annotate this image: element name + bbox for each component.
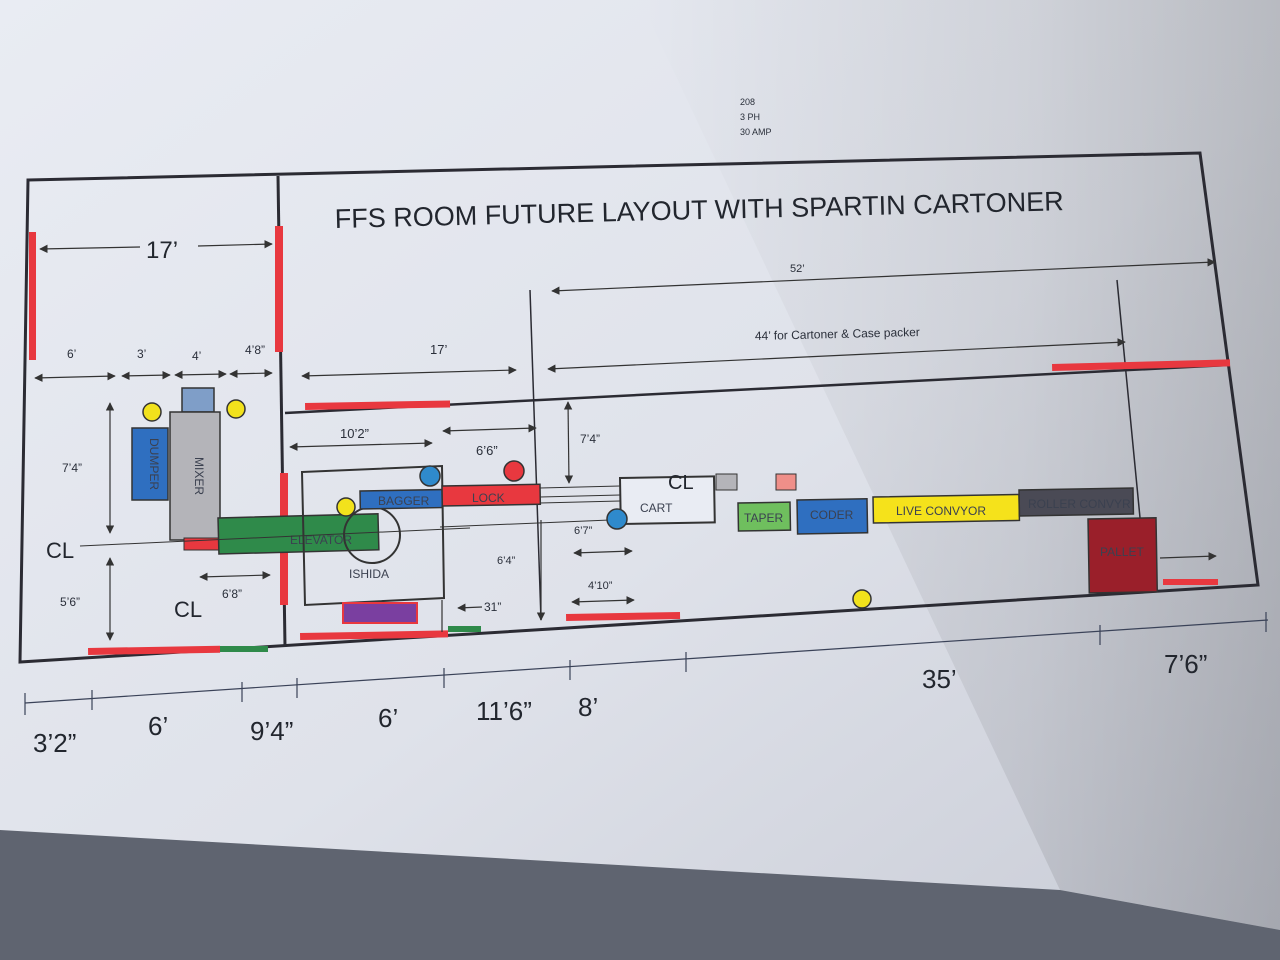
- roller-conveyor: [1018, 487, 1135, 517]
- dim-6-6: 6’6”: [476, 443, 498, 458]
- cart-gray-box: [715, 473, 738, 491]
- bottom-dim-3: 9’4”: [250, 716, 293, 746]
- pallet: [1087, 517, 1159, 594]
- floor-yellow-circle: [852, 589, 872, 609]
- cart-blue-circle: [606, 508, 628, 530]
- dim-6: 6’: [67, 347, 76, 361]
- bottom-dim-8: 7’6”: [1164, 649, 1207, 679]
- pink-box: [775, 473, 797, 491]
- coder: [796, 498, 869, 535]
- lock-red-circle: [503, 460, 525, 482]
- room-outline: [18, 151, 1260, 664]
- power-note-line-3: 30 AMP: [740, 127, 772, 137]
- dim-5-6: 5’6”: [60, 595, 80, 609]
- cart-label: CART: [640, 501, 673, 515]
- taper-label: TAPER: [744, 511, 783, 525]
- dim-top-left-17: 17’: [146, 237, 178, 264]
- ishida-yellow-circle: [336, 497, 356, 517]
- dim-4: 4’: [192, 349, 201, 363]
- dim-7-4-mid: 7’4”: [580, 432, 600, 446]
- dim-4-8: 4’8”: [245, 343, 265, 357]
- mixer-label: MIXER: [192, 457, 206, 495]
- ishida-blue-circle: [419, 465, 441, 487]
- ishida-enclosure: [300, 464, 446, 607]
- bottom-dim-4: 6’: [378, 703, 398, 733]
- roller-conveyor-label: ROLLER CONVYR: [1028, 497, 1131, 511]
- dim-10-2: 10’2”: [340, 426, 369, 441]
- lock: [441, 483, 542, 507]
- lock-label: LOCK: [472, 491, 505, 505]
- mixer-top: [181, 387, 215, 413]
- ishida-label: ISHIDA: [349, 567, 389, 581]
- cl-label-lower: CL: [174, 597, 202, 622]
- bottom-dim-7: 35’: [922, 664, 957, 694]
- cl-label-left: CL: [46, 538, 74, 563]
- dim-7-4-left: 7’4”: [62, 461, 82, 475]
- power-note-line-2: 3 PH: [740, 112, 760, 122]
- bottom-dim-6: 8’: [578, 692, 598, 722]
- dim-52: 52’: [790, 263, 805, 275]
- dim-mid-17: 17’: [430, 342, 447, 357]
- purple-box: [342, 602, 418, 624]
- dim-31: 31”: [484, 600, 501, 614]
- dim-ref-line: [529, 289, 542, 621]
- wall-markers: [29, 226, 1231, 655]
- mixer-box: [169, 411, 221, 541]
- bottom-dim-2: 6’: [148, 711, 168, 741]
- cart: [618, 475, 716, 526]
- coder-label: CODER: [810, 508, 854, 522]
- dim-6-7: 6’7”: [574, 525, 593, 537]
- dim-6-4: 6’4”: [497, 555, 516, 567]
- dim-4-10: 4’10”: [588, 580, 613, 592]
- power-note-line-1: 208: [740, 97, 755, 107]
- live-conveyor-label: LIVE CONVYOR: [896, 504, 986, 518]
- bottom-dim-5: 11’6”: [476, 696, 532, 726]
- centerline: [79, 527, 471, 547]
- elevator-label: ELEVATOR: [290, 533, 352, 547]
- dim-3: 3’: [137, 347, 146, 361]
- taper: [737, 501, 792, 532]
- bagger-label: BAGGER: [378, 494, 430, 508]
- left-yellow-circle-2: [226, 399, 246, 419]
- pallet-label: PALLET: [1100, 545, 1144, 559]
- dumper-box: [131, 427, 169, 501]
- left-yellow-circle-1: [142, 402, 162, 422]
- lock-to-cart-rail: [539, 485, 621, 504]
- bottom-dim-1: 3’2”: [33, 728, 76, 758]
- dumper-label: DUMPER: [147, 438, 161, 490]
- cl-label-cart: CL: [668, 472, 694, 494]
- dim-6-8: 6’8”: [222, 587, 242, 601]
- dim-cartoner-span: 44’ for Cartoner & Case packer: [755, 325, 920, 343]
